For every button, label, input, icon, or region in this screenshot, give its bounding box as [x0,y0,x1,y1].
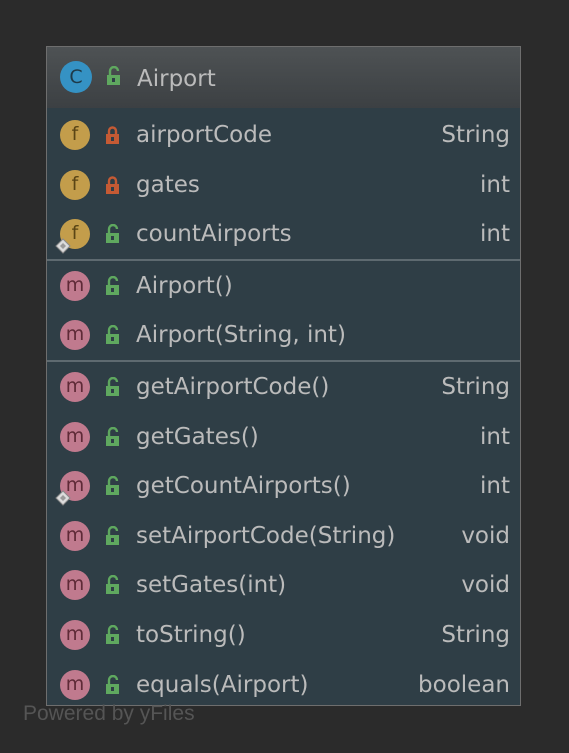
field-row[interactable]: f airportCode String [47,110,520,160]
method-name: getCountAirports() [136,473,351,500]
static-marker-icon [55,238,71,258]
constructor-name: Airport(String, int) [136,322,346,349]
method-badge-icon: m [60,421,90,452]
method-row[interactable]: m equals(Airport) boolean [47,660,520,710]
section-divider [47,258,520,261]
lock-icon [103,125,123,149]
method-badge-icon: m [60,620,90,650]
method-name: setGates(int) [136,572,287,599]
method-row[interactable]: m toString() String [47,610,520,660]
unlock-icon [104,65,124,90]
method-name: getAirportCode() [136,374,330,400]
method-badge-icon: m [60,669,90,700]
unlock-icon [103,575,123,599]
method-row[interactable]: m getGates() int [47,412,520,462]
method-type: boolean [418,671,510,698]
lock-icon [103,175,123,199]
method-badge-icon: m [60,520,90,551]
unlock-icon [103,674,123,699]
field-badge-icon: f [60,169,90,200]
method-name: toString() [136,622,246,648]
unlock-icon [103,224,123,248]
field-type: String [441,122,510,148]
unlock-icon [103,325,123,349]
field-badge-icon: f [60,120,90,150]
field-name: gates [136,171,200,198]
method-row[interactable]: m getAirportCode() String [47,362,520,412]
footer-credit: Powered by yFiles [23,702,195,725]
method-badge-icon: m [60,270,90,301]
method-badge-icon: m [60,372,90,402]
method-row[interactable]: m setAirportCode(String) void [47,511,520,561]
class-title: Airport [137,66,216,92]
unlock-icon [103,275,123,300]
section-divider [47,360,520,362]
static-marker-icon [55,490,71,510]
field-name: airportCode [136,122,272,148]
method-type: String [441,622,510,648]
constructor-row[interactable]: m Airport(String, int) [47,310,520,360]
unlock-icon [103,426,123,451]
class-badge-icon: C [60,61,92,93]
method-type: int [480,473,510,500]
field-row[interactable]: f gates int [47,160,520,210]
constructor-name: Airport() [136,272,233,299]
unlock-icon [103,376,123,401]
method-name: equals(Airport) [136,671,309,698]
field-type: int [480,171,510,198]
unlock-icon [103,525,123,550]
method-name: setAirportCode(String) [136,522,396,549]
field-name: countAirports [136,221,292,248]
method-type: void [461,522,510,549]
method-badge-icon: m [60,570,90,601]
unlock-icon [103,624,123,649]
method-badge-icon: m [60,320,90,351]
method-type: int [480,423,510,450]
method-type: void [461,572,510,599]
method-name: getGates() [136,423,259,450]
unlock-icon [103,476,123,500]
class-header: C Airport [47,47,520,108]
method-row[interactable]: m setGates(int) void [47,560,520,610]
method-type: String [441,374,510,400]
constructor-row[interactable]: m Airport() [47,261,520,311]
field-type: int [480,221,510,248]
